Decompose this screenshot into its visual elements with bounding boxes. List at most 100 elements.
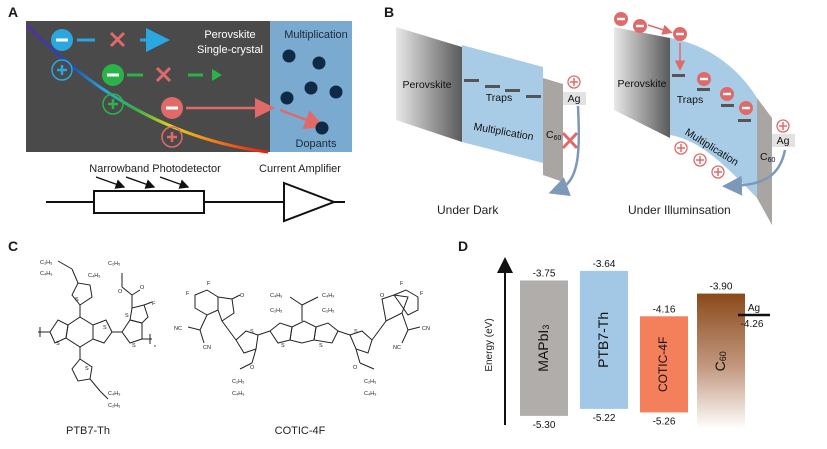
hole-icon [51, 59, 73, 81]
svg-text:S: S [132, 343, 136, 349]
energy-levels: -3.75-5.30MAPbI3-3.64-5.22PTB7-Th-4.16-5… [520, 259, 770, 431]
c60-label: C60 [760, 151, 775, 164]
carrier-red [161, 97, 325, 148]
electrode-ag: Ag-4.26 [738, 303, 770, 330]
lumo-label-c60: -3.90 [710, 282, 733, 293]
svg-text:S: S [125, 313, 129, 319]
svg-text:C₄H₉: C₄H₉ [88, 273, 100, 279]
svg-text:F: F [186, 291, 190, 297]
svg-text:S: S [103, 325, 107, 331]
trap-levels [672, 74, 751, 122]
dopant-dot [315, 121, 329, 135]
holes [674, 119, 790, 179]
lumo-label-cotic-4f: -4.16 [653, 304, 676, 315]
material-name-cotic-4f: COTIC-4F [656, 337, 670, 392]
dopant-dot [312, 56, 326, 70]
panel-b-band-diagrams: Perovskite Traps Multiplication C60 Ag [396, 12, 795, 225]
ag-label: Ag [777, 135, 790, 147]
homo-label-cotic-4f: -5.26 [653, 416, 676, 427]
svg-text:S: S [354, 329, 358, 335]
amplifier-triangle [283, 181, 337, 223]
ptb7-th-name: PTB7-Th [66, 425, 110, 437]
level-cotic-4f: -4.16 -5.26 COTIC-4F [640, 304, 688, 427]
dopant-dot [280, 91, 294, 105]
svg-text:S: S [75, 297, 79, 303]
homo-label-mapbi3: -5.30 [533, 420, 556, 431]
perovskite-label: Perovskite [617, 78, 666, 90]
svg-text:S: S [56, 341, 60, 347]
photodetector-label: Narrowband Photodetector [89, 163, 221, 175]
trap-levels [464, 79, 541, 98]
blocked-x-icon [561, 131, 579, 150]
svg-text:C₂H₅: C₂H₅ [40, 260, 52, 266]
amplifier-label: Current Amplifier [259, 163, 341, 175]
cotic-4f-name: COTIC-4F [275, 425, 326, 437]
multiplication-band [670, 38, 757, 198]
ag-electrode [772, 134, 795, 147]
svg-text:C₂H₅: C₂H₅ [270, 308, 282, 314]
panel-c-structures: C₂H₅ C₄H₉ C₂H₅ C₄H₉ C₄H₉ C₂H₅ S S S S S … [38, 260, 430, 437]
svg-text:O: O [250, 365, 255, 371]
traps-label: Traps [486, 92, 512, 104]
svg-text:S: S [250, 329, 254, 335]
dark-band-diagram: Perovskite Traps Multiplication C60 Ag [396, 27, 586, 196]
band-bar-c60 [697, 293, 745, 429]
svg-text:C₄H₉: C₄H₉ [40, 271, 52, 277]
svg-text:C₂H₅: C₂H₅ [322, 308, 334, 314]
svg-text:F: F [420, 291, 424, 297]
svg-text:C₄H₉: C₄H₉ [322, 293, 334, 299]
homo-label-ptb7-th: -5.22 [593, 413, 616, 424]
svg-text:C₄H₉: C₄H₉ [364, 391, 376, 397]
dark-caption: Under Dark [437, 203, 499, 217]
level-ptb7-th: -3.64 -5.22 PTB7-Th [580, 259, 628, 424]
c60-band [543, 78, 563, 182]
dopants [280, 49, 343, 135]
material-name-ptb7-th: PTB7-Th [595, 312, 611, 368]
svg-text:O: O [353, 365, 358, 371]
circuit-wire [46, 181, 345, 223]
dopants-label: Dopants [296, 138, 337, 150]
photodetector-resistor [93, 190, 205, 214]
crystal-label-1: Perovskite [204, 29, 255, 41]
dopant-dot [304, 81, 318, 95]
svg-text:F: F [207, 281, 211, 287]
dopant-dot [282, 49, 296, 63]
svg-text:C₄H₉: C₄H₉ [270, 293, 282, 299]
ag-label: Ag [568, 93, 581, 105]
ptb7-th-atoms: C₂H₅ C₄H₉ C₂H₅ C₄H₉ C₄H₉ C₂H₅ S S S S S … [40, 260, 156, 409]
svg-text:C₄H₉: C₄H₉ [108, 391, 120, 397]
panel-d-label: D [458, 238, 469, 254]
svg-text:C₂H₅: C₂H₅ [108, 261, 120, 267]
band-bar-ptb7-th [580, 270, 628, 409]
panel-a-schematic: Perovskite Single-crystal Multiplication… [25, 21, 352, 223]
multiplication-band [462, 45, 543, 163]
hole-icon [102, 93, 124, 115]
cotic-4f-structure [187, 289, 421, 370]
material-name-c60: C60 [712, 351, 729, 371]
lumo-label-ptb7-th: -3.64 [593, 259, 616, 270]
ag-work-function-label: -4.26 [741, 319, 764, 330]
blocked-flow-arrow [548, 105, 581, 196]
crystal-label-2: Single-crystal [197, 44, 263, 56]
svg-text:S: S [319, 343, 323, 349]
svg-text:C₄H₉: C₄H₉ [232, 391, 244, 397]
panel-b-label: B [384, 4, 395, 20]
illuminated-caption: Under Illuminsation [628, 203, 731, 217]
panel-a-label: A [8, 4, 19, 20]
svg-text:CN: CN [422, 326, 430, 332]
lumo-label-mapbi3: -3.75 [533, 268, 556, 279]
energy-axis-label: Energy (eV) [484, 318, 495, 371]
svg-text:O: O [140, 285, 145, 291]
ag-electrode [563, 92, 586, 105]
panel-c-label: C [8, 238, 19, 254]
dopant-dot [329, 85, 343, 99]
c60-band [757, 98, 772, 225]
illuminated-band-diagram: Perovskite Traps Multiplication C60 Ag [614, 12, 795, 225]
svg-text:F: F [152, 301, 156, 307]
hole-icon [161, 126, 183, 148]
band-bar-mapbi3 [520, 280, 568, 416]
perovskite-label: Perovskite [402, 79, 451, 91]
blocked-x-icon [155, 66, 172, 83]
